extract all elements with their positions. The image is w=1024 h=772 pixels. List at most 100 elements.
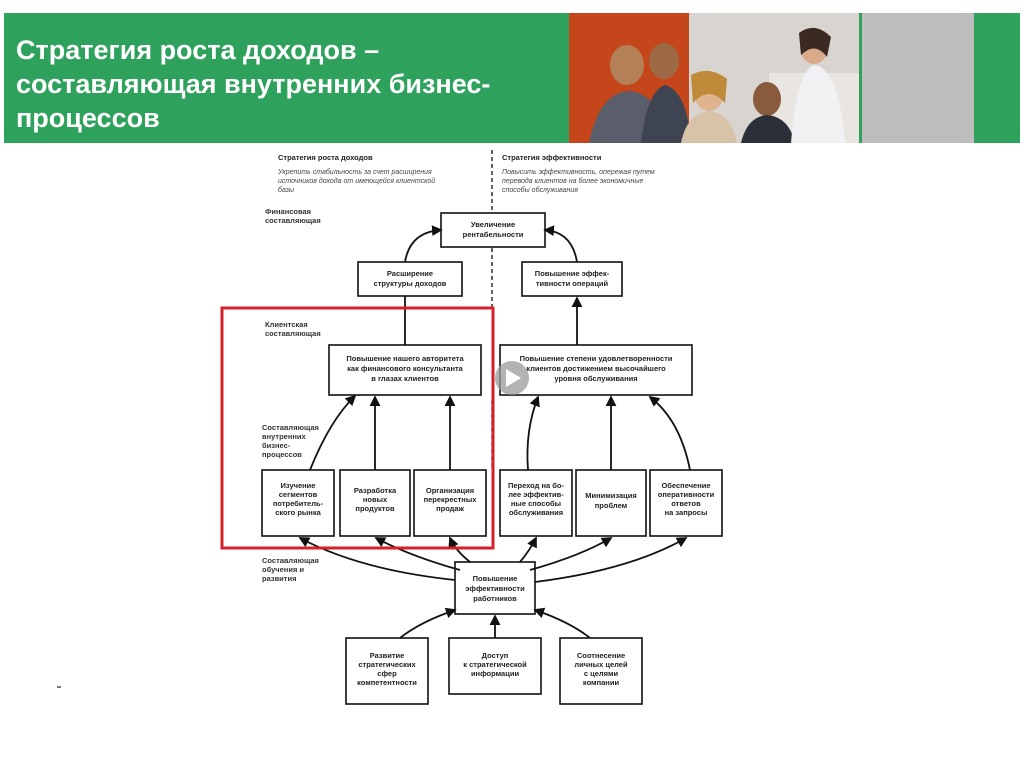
side-label-internal: бизнес- — [262, 441, 291, 450]
arrow — [648, 395, 691, 471]
box-new-products-label: Разработка — [354, 486, 397, 495]
header-gray-block — [862, 13, 974, 143]
arrow — [404, 225, 443, 263]
box-cross-sell — [413, 469, 487, 537]
title-line: процессов — [16, 103, 160, 133]
side-label-internal: внутренних — [262, 432, 306, 441]
box-response-label: Обеспечение — [661, 481, 710, 490]
side-label-client: составляющая — [265, 329, 321, 338]
box-segments-label: ского рынка — [275, 508, 321, 517]
box-channel-shift-label: обслуживания — [509, 508, 563, 517]
box-segments-label: потребитель- — [273, 499, 324, 508]
box-profitability — [440, 212, 546, 248]
box-staff-label: работников — [473, 594, 517, 603]
box-goals — [559, 637, 643, 705]
box-cross-sell-label: Организация — [426, 486, 474, 495]
box-revenue-mix-label: Расширение — [387, 269, 433, 278]
box-authority-label: Повышение нашего авторитета — [346, 354, 464, 363]
box-channel-shift-label: ные способы — [511, 499, 561, 508]
arrow — [298, 537, 456, 581]
box-minimize-label: Минимизация — [585, 491, 637, 500]
arrow — [526, 395, 540, 471]
box-satisfaction-label: Повышение степени удовлетворенности — [520, 354, 673, 363]
box-cross-sell-label: продаж — [436, 504, 465, 513]
box-competencies-label: сфер — [377, 669, 397, 678]
box-goals-label: с целями — [584, 669, 619, 678]
box-minimize — [575, 469, 647, 537]
left-strategy-header: Стратегия роста доходов — [278, 153, 373, 162]
side-label-financial: Финансовая — [265, 207, 311, 216]
title-line: составляющая внутренних бизнес- — [16, 69, 491, 99]
box-channel-shift-label: Переход на бо- — [508, 481, 565, 490]
arrow — [374, 537, 461, 571]
box-new-products — [339, 469, 411, 537]
box-authority-label: в глазах клиентов — [371, 374, 439, 383]
title-line: Стратегия роста доходов – — [16, 35, 380, 65]
side-label-internal: процессов — [262, 450, 302, 459]
side-label-learning: развития — [262, 574, 296, 583]
arrow — [529, 537, 613, 571]
box-response-label: на запросы — [665, 508, 708, 517]
box-competencies — [345, 637, 429, 705]
box-info-access-label: информации — [471, 669, 520, 678]
slide-header: Стратегия роста доходов – составляющая в… — [4, 13, 1020, 143]
box-satisfaction — [499, 344, 693, 396]
box-profitability-label: рентабельности — [463, 230, 524, 239]
box-goals-label: Соотнесение — [577, 651, 625, 660]
side-label-learning: Составляющая — [262, 556, 319, 565]
box-cross-sell-label: перекрестных — [424, 495, 478, 504]
box-info-access-label: Доступ — [482, 651, 509, 660]
box-revenue-mix-label: структуры доходов — [374, 279, 447, 288]
right-strategy-desc: перевода клиентов на более экономичные — [502, 177, 644, 185]
box-profitability-label: Увеличение — [471, 220, 515, 229]
box-minimize-label: проблем — [595, 501, 628, 510]
box-segments — [261, 469, 335, 537]
highlight-frame — [220, 306, 495, 550]
header-green-block — [976, 13, 1020, 143]
box-satisfaction-label: уровня обслуживания — [554, 374, 637, 383]
header-photo — [569, 13, 859, 143]
box-competencies-label: компетентности — [357, 678, 417, 687]
arrow — [448, 536, 471, 563]
play-icon[interactable] — [495, 361, 529, 395]
slide-title: Стратегия роста доходов – составляющая в… — [16, 33, 556, 135]
box-response-label: ответов — [671, 499, 701, 508]
arrow — [399, 607, 457, 639]
box-staff — [454, 561, 536, 615]
box-op-efficiency — [521, 261, 623, 297]
box-revenue-mix — [357, 261, 463, 297]
left-strategy-desc: базы — [278, 186, 295, 194]
arrow — [543, 225, 578, 263]
box-new-products-label: продуктов — [355, 504, 395, 513]
box-response — [649, 469, 723, 537]
box-info-access — [448, 637, 542, 695]
left-strategy-desc: Укрепить стабильность за счет расширения — [277, 168, 432, 176]
side-label-financial: составляющая — [265, 216, 321, 225]
box-response-label: оперативности — [658, 490, 715, 499]
box-channel-shift — [499, 469, 573, 537]
box-op-efficiency-label: Повышение эффек- — [535, 269, 610, 278]
box-channel-shift-label: лее эффектив- — [508, 490, 564, 499]
right-strategy-desc: способы обслуживания — [502, 186, 578, 194]
right-strategy-desc: Повысить эффективность, опережая путем — [502, 169, 655, 176]
left-strategy-desc: источников дохода от имеющейся клиентско… — [278, 177, 435, 185]
box-staff-label: эффективности — [465, 584, 525, 593]
box-goals-label: личных целей — [574, 660, 628, 669]
side-label-internal: Составляющая — [262, 423, 319, 432]
side-label-learning: обучения и — [262, 565, 304, 574]
box-satisfaction-label: клиентов достижением высочайшего — [526, 364, 666, 373]
slide-mark — [57, 686, 61, 688]
diagram: Стратегия роста доходов Укрепить стабиль… — [0, 143, 1024, 767]
box-new-products-label: новых — [363, 495, 388, 504]
box-competencies-label: стратегических — [358, 660, 416, 669]
right-strategy-header: Стратегия эффективности — [502, 153, 602, 162]
side-label-client: Клиентская — [265, 320, 308, 329]
box-segments-label: Изучение — [281, 481, 316, 490]
box-op-efficiency-label: тивности операций — [536, 279, 609, 288]
box-competencies-label: Развитие — [370, 651, 405, 660]
box-authority-label: как финансового консультанта — [347, 364, 463, 373]
arrow — [534, 537, 688, 583]
box-info-access-label: к стратегической — [463, 660, 527, 669]
box-segments-label: сегментов — [279, 490, 318, 499]
arrow — [533, 607, 591, 639]
